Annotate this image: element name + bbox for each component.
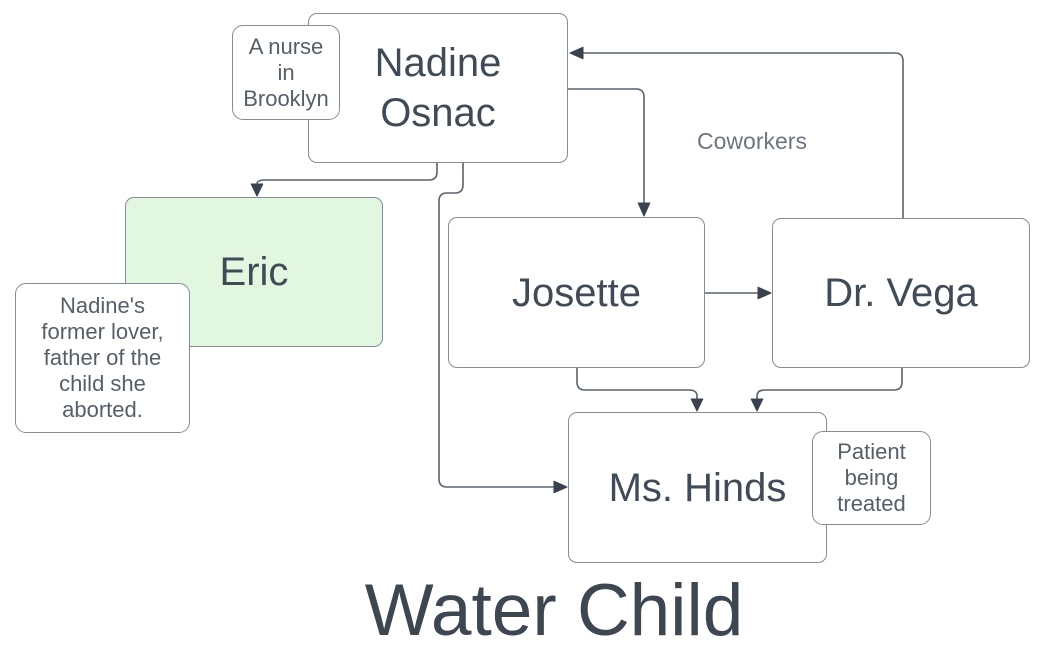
edge-line (576, 368, 698, 399)
annotation-eric-former-lover-note: Nadine's former lover, father of the chi… (15, 283, 190, 433)
edge-line (583, 52, 904, 218)
arrowhead-right-icon (553, 480, 568, 494)
annotation-nadine-nurse-note: A nurse in Brooklyn (232, 25, 340, 120)
edge-label-coworkers: Coworkers (697, 128, 807, 154)
edge-line (567, 88, 645, 203)
arrowhead-down-icon (637, 202, 651, 217)
edge-drvega-to-mshinds (750, 368, 903, 412)
node-josette: Josette (448, 217, 705, 368)
edge-line (438, 163, 554, 488)
edge-josette-to-drvega (705, 286, 772, 300)
edge-nadine-to-josette (567, 88, 651, 217)
node-nadine-osnac: Nadine Osnac (308, 13, 568, 163)
edge-line (756, 368, 903, 399)
edge-nadine-to-mshinds (438, 163, 568, 494)
edge-line (256, 163, 438, 185)
node-ms-hinds: Ms. Hinds (568, 412, 827, 563)
edge-drvega-to-nadine (569, 46, 904, 218)
arrowhead-right-icon (757, 286, 772, 300)
arrowhead-left-icon (569, 46, 584, 60)
annotation-mshinds-patient-note: Patient being treated (812, 431, 931, 525)
edge-nadine-to-eric (250, 163, 438, 197)
node-dr-vega: Dr. Vega (772, 218, 1030, 368)
arrowhead-down-icon (690, 398, 704, 412)
arrowhead-down-icon (250, 183, 264, 197)
arrowhead-down-icon (750, 398, 764, 412)
edge-josette-to-mshinds (576, 368, 704, 412)
diagram-title: Water Child (364, 570, 744, 651)
